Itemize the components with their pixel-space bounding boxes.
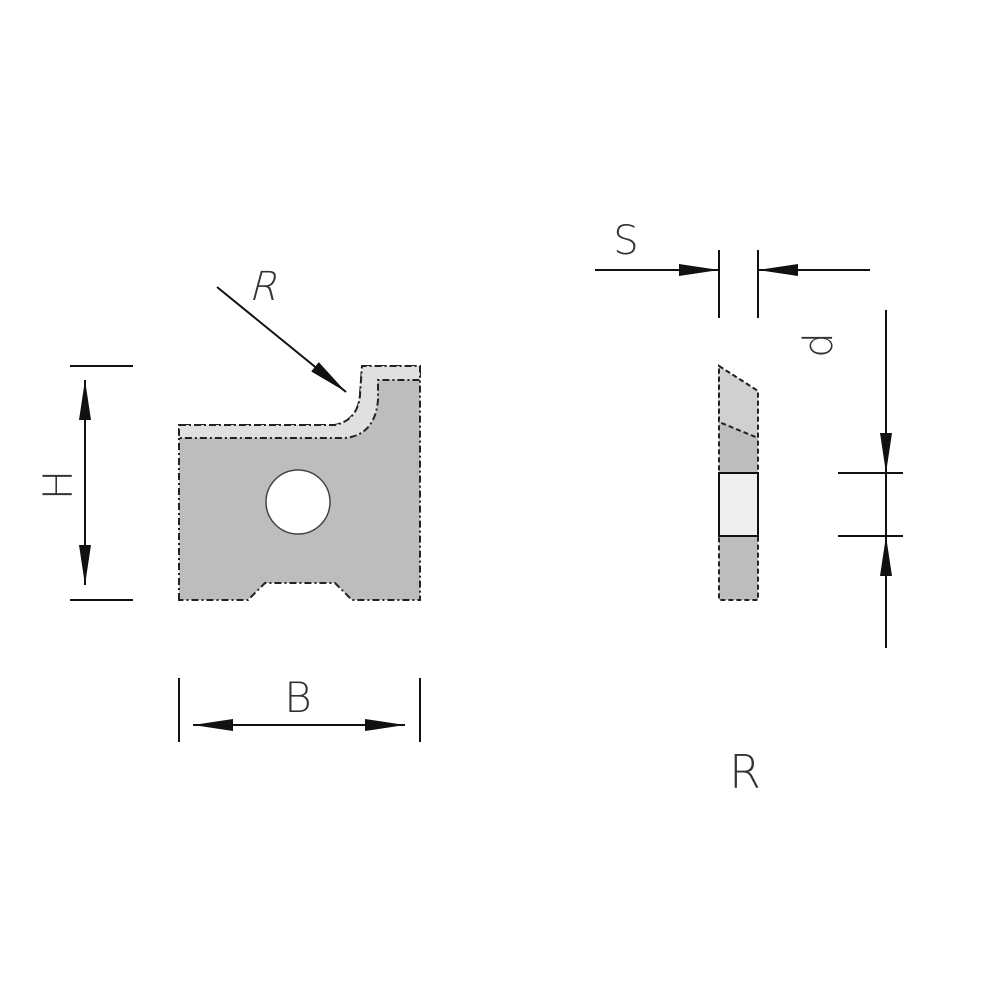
label-s: S <box>613 218 638 264</box>
insert-front-view <box>178 365 421 601</box>
side-cutting-edge <box>718 364 759 440</box>
dimension-h <box>70 365 133 601</box>
label-b: B <box>284 673 312 722</box>
label-profile-r: R <box>729 745 761 799</box>
cutting-edge-band <box>178 365 421 439</box>
label-h: H <box>36 470 82 500</box>
mounting-hole <box>265 469 331 535</box>
label-r-radius: R <box>245 263 285 310</box>
dimension-d <box>838 310 903 648</box>
dimension-b <box>178 678 421 742</box>
insert-side-view <box>718 364 759 601</box>
dimension-s <box>595 250 870 318</box>
side-hole-section <box>718 472 759 537</box>
radius-arrow <box>216 286 347 393</box>
label-d: d <box>796 332 842 357</box>
